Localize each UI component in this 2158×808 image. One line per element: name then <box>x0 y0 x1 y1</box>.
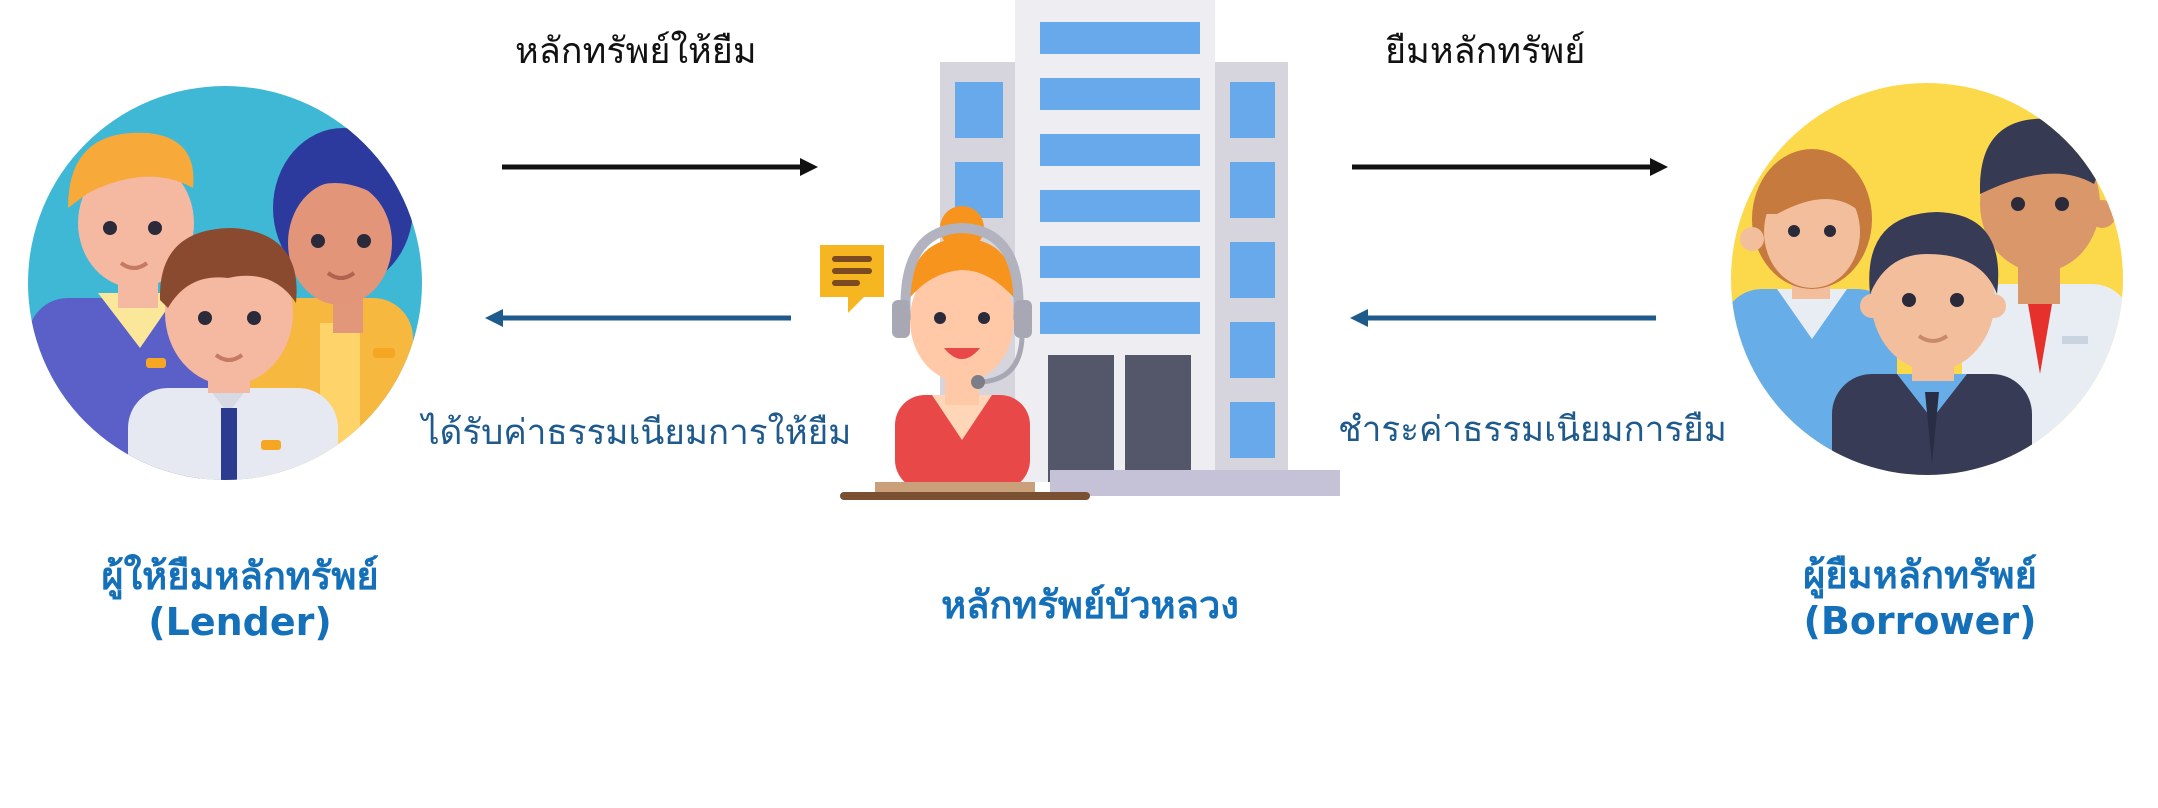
borrower-name-en: (Borrower) <box>1803 599 2037 643</box>
borrower-group-icon <box>1731 83 2123 475</box>
label-lend-securities: หลักทรัพย์ให้ยืม <box>515 31 757 72</box>
lender-name-en: (Lender) <box>148 600 332 644</box>
lender-group-icon <box>28 86 422 480</box>
lender-name-th: ผู้ให้ยืมหลักทรัพย์ <box>101 554 379 598</box>
lender-title: ผู้ให้ยืมหลักทรัพย์ (Lender) <box>40 553 440 645</box>
arrow-fee-from-borrower <box>1350 309 1656 327</box>
arrow-fee-to-lender <box>485 309 791 327</box>
broker-title: หลักทรัพย์บัวหลวง <box>890 582 1290 628</box>
label-borrow-securities: ยืมหลักทรัพย์ <box>1385 31 1586 72</box>
broker-name-th: หลักทรัพย์บัวหลวง <box>941 583 1239 627</box>
borrower-name-th: ผู้ยืมหลักทรัพย์ <box>1803 553 2037 597</box>
borrower-title: ผู้ยืมหลักทรัพย์ (Borrower) <box>1720 552 2120 644</box>
broker-building-icon <box>820 0 1340 500</box>
arrow-lend-to-broker <box>502 158 818 176</box>
arrow-broker-to-borrower <box>1352 158 1668 176</box>
label-receive-lending-fee: ได้รับค่าธรรมเนียมการให้ยืม <box>422 413 852 453</box>
label-pay-borrowing-fee: ชำระค่าธรรมเนียมการยืม <box>1338 410 1727 450</box>
